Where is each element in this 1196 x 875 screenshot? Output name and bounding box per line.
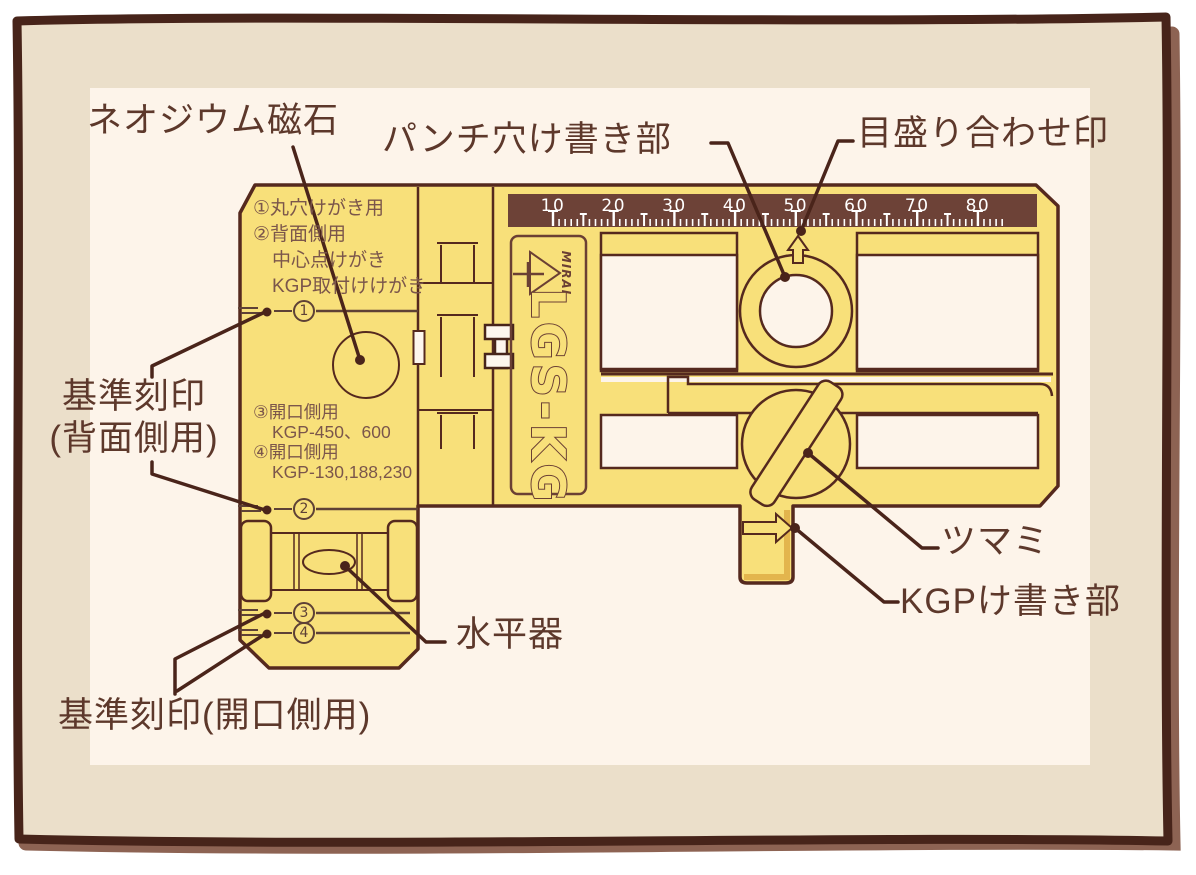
label-ref-back: 基準刻印 (背面側用) [34,376,234,460]
leader-tsumami [806,451,940,550]
level-bubble [302,549,356,575]
ruler-number: 60 [844,196,869,216]
ruler-number: 80 [966,196,991,216]
marker-number-circle [293,498,315,520]
ruler-number: 10 [541,196,566,216]
leader-magnet [291,145,362,362]
note-line: ④開口側用 [253,442,339,462]
leader-level [343,564,447,644]
punch-hole [758,273,834,349]
leader-dots [340,226,813,571]
upper-openings [599,231,1040,373]
ruler-number: 30 [662,196,687,216]
note-line: KGP-450、600 [272,422,391,442]
slider-top-edge [666,375,1054,413]
label-ref-back-line1: 基準刻印 [61,377,206,416]
t-cutouts [437,242,478,449]
marker-number: 3 [300,605,309,621]
tab-shadow-bottom [744,574,790,580]
note-line: ①丸穴けがき用 [253,198,385,219]
label-ref-open: 基準刻印(開口側用) [58,696,372,735]
label-level: 水平器 [456,615,565,654]
strip-section-lines [418,282,493,411]
marker-number: 1 [300,303,309,319]
scale-pointer-arrow-icon [786,234,810,264]
ruler-number: 40 [723,196,748,216]
magnet-circle [332,331,400,399]
tool-notes-top: ①丸穴けがき用 ②背面側用 中心点けがき KGP取付けけがき [253,196,426,300]
label-ref-back-line2: (背面側用) [49,419,219,458]
leader-ref-back-2 [150,460,267,512]
marker-dot [262,505,272,515]
note-line: ②背面側用 [253,224,347,245]
label-kgp: KGPけ書き部 [900,582,1121,621]
ruler-number: 70 [905,196,930,216]
note-line: 中心点けがき [272,250,387,271]
leader-lines [150,139,940,696]
marker-number: 4 [300,625,309,641]
leader-ref-open-1 [173,612,265,696]
marker-number-circle [293,622,315,644]
lower-openings [599,413,1040,470]
label-tsumami: ツマミ [941,522,1050,561]
leader-scale-mark [799,139,855,233]
clamp-clip [483,323,515,370]
tool-notes-bottom: ③開口側用 KGP-450、600 ④開口側用 KGP-130,188,230 [253,402,412,482]
label-punch: パンチ穴け書き部 [382,120,672,159]
svg-text:MIRAI: MIRAI [559,251,573,295]
label-scale-mark: 目盛り合わせ印 [857,114,1110,153]
note-line: KGP-130,188,230 [272,462,413,482]
marker-dot [262,307,272,317]
mirai-logo-icon: MIRAI [513,250,573,296]
ruler-number: 20 [601,196,626,216]
slide-pad [412,330,426,365]
note-line: ③開口側用 [253,402,339,422]
model-text: LGS-KG [521,289,575,506]
ruler-strip [508,194,1037,227]
ruler-number: 50 [783,196,808,216]
ruler-scale: 10 20 30 40 50 60 70 80 [541,196,1003,226]
tab-shadow-right [784,510,790,579]
level-assembly [239,519,419,603]
label-magnet: ネオジウム磁石 [87,101,340,140]
marker-dot [262,609,272,619]
marker-number-circle [293,300,315,322]
marker-dot [262,629,272,639]
kgp-arrow-icon [742,511,794,545]
name-plate [509,234,588,496]
marker-number: 2 [300,501,309,517]
leader-ref-back-1 [150,310,267,379]
leader-punch [709,141,787,279]
note-line: KGP取付けけがき [272,276,427,297]
leader-ref-open-2 [175,632,267,693]
leader-kgp [793,526,900,604]
